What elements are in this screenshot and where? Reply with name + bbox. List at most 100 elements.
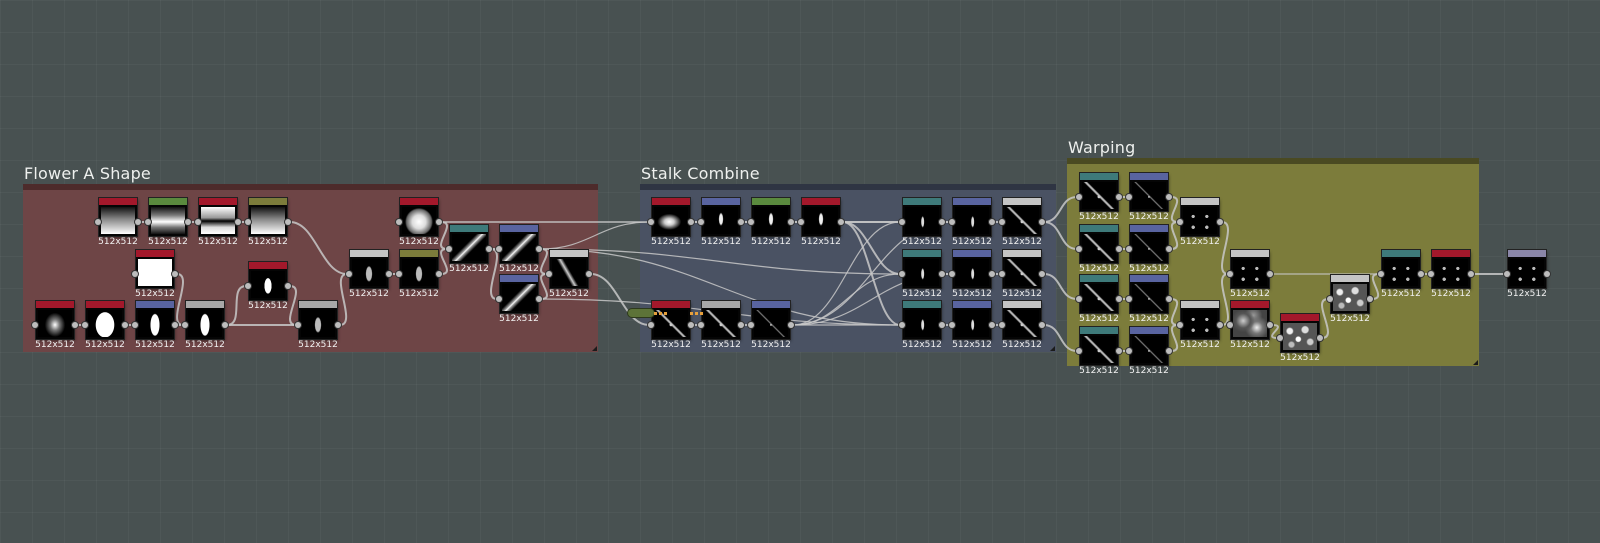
output-port[interactable] <box>1039 271 1045 277</box>
output-port[interactable] <box>1217 322 1223 328</box>
frame-resize-handle[interactable] <box>1473 360 1478 365</box>
output-port[interactable] <box>738 219 744 225</box>
graph-node[interactable]: 512x512 <box>698 301 744 350</box>
output-port[interactable] <box>1116 296 1122 302</box>
graph-node[interactable]: 512x512 <box>182 301 228 350</box>
graph-node[interactable]: 512x512 <box>748 301 794 350</box>
input-port[interactable] <box>698 322 704 328</box>
graph-node[interactable]: 512x512 <box>899 250 945 299</box>
frame-title[interactable]: Flower A Shape <box>24 164 151 183</box>
node-connection-wire[interactable] <box>176 273 184 326</box>
output-port[interactable] <box>1116 246 1122 252</box>
graph-node[interactable]: 512x512 <box>999 301 1045 350</box>
output-port[interactable] <box>172 271 178 277</box>
node-connection-wire[interactable] <box>842 221 901 275</box>
output-port[interactable] <box>1418 271 1424 277</box>
output-port[interactable] <box>1367 296 1373 302</box>
graph-node[interactable]: 512x512 <box>245 198 291 247</box>
graph-node[interactable]: 512x512 <box>245 262 291 311</box>
output-port[interactable] <box>436 219 442 225</box>
output-port[interactable] <box>586 271 592 277</box>
input-port[interactable] <box>1504 271 1510 277</box>
node-connection-wire[interactable] <box>540 248 901 275</box>
input-port[interactable] <box>748 322 754 328</box>
input-port[interactable] <box>95 219 101 225</box>
input-port[interactable] <box>899 322 905 328</box>
output-port[interactable] <box>1039 322 1045 328</box>
input-port[interactable] <box>346 271 352 277</box>
graph-node[interactable]: 512x512 <box>1076 173 1122 222</box>
input-port[interactable] <box>999 219 1005 225</box>
input-port[interactable] <box>899 271 905 277</box>
input-port[interactable] <box>798 219 804 225</box>
output-port[interactable] <box>122 322 128 328</box>
graph-node[interactable]: 512x512 <box>396 198 442 247</box>
node-connection-wire[interactable] <box>540 248 548 275</box>
input-port[interactable] <box>1126 348 1132 354</box>
output-port[interactable] <box>1166 246 1172 252</box>
input-port[interactable] <box>999 271 1005 277</box>
input-port[interactable] <box>949 322 955 328</box>
node-connection-wire[interactable] <box>1043 324 1078 352</box>
output-port[interactable] <box>1217 219 1223 225</box>
graph-node[interactable]: 512x512 <box>899 198 945 247</box>
output-port[interactable] <box>536 246 542 252</box>
input-port[interactable] <box>1126 246 1132 252</box>
graph-node[interactable]: 512x512 <box>748 198 794 247</box>
input-port[interactable] <box>245 283 251 289</box>
graph-node[interactable]: 512x512 <box>949 198 995 247</box>
frame-resize-handle[interactable] <box>592 346 597 351</box>
input-port[interactable] <box>32 322 38 328</box>
output-port[interactable] <box>788 322 794 328</box>
frame-title[interactable]: Warping <box>1068 138 1136 157</box>
output-port[interactable] <box>285 219 291 225</box>
output-port[interactable] <box>386 271 392 277</box>
node-connection-wire[interactable] <box>289 221 348 275</box>
graph-node[interactable]: 512x512 <box>346 250 392 299</box>
graph-node[interactable]: 512x512 <box>1378 250 1424 299</box>
graph-node[interactable]: 512x512 <box>999 250 1045 299</box>
graph-node[interactable]: 512x512 <box>446 225 492 274</box>
output-port[interactable] <box>1116 194 1122 200</box>
output-port[interactable] <box>1544 271 1550 277</box>
dot-passthrough-node[interactable] <box>628 309 654 317</box>
graph-node[interactable]: 512x512 <box>295 301 341 350</box>
input-port[interactable] <box>182 322 188 328</box>
input-port[interactable] <box>748 219 754 225</box>
output-port[interactable] <box>135 219 141 225</box>
graph-node[interactable]: 512x512 <box>949 250 995 299</box>
graph-node[interactable]: 512x512 <box>648 301 694 350</box>
output-port[interactable] <box>1039 219 1045 225</box>
input-port[interactable] <box>648 322 654 328</box>
output-port[interactable] <box>989 219 995 225</box>
node-connection-wire[interactable] <box>1170 298 1179 326</box>
output-port[interactable] <box>788 219 794 225</box>
input-port[interactable] <box>82 322 88 328</box>
input-port[interactable] <box>1227 271 1233 277</box>
input-port[interactable] <box>295 322 301 328</box>
output-port[interactable] <box>838 219 844 225</box>
graph-node[interactable]: 512x512 <box>132 301 178 350</box>
node-connection-wire[interactable] <box>1271 324 1279 339</box>
output-port[interactable] <box>172 322 178 328</box>
node-connection-wire[interactable] <box>490 248 498 300</box>
input-port[interactable] <box>1327 296 1333 302</box>
output-port[interactable] <box>285 283 291 289</box>
node-connection-wire[interactable] <box>1170 324 1179 352</box>
output-port[interactable] <box>1166 296 1172 302</box>
node-connection-wire[interactable] <box>1170 221 1179 250</box>
output-port[interactable] <box>335 322 341 328</box>
graph-node[interactable]: 512x512 <box>1327 275 1373 324</box>
graph-node[interactable]: 512x512 <box>949 301 995 350</box>
output-port[interactable] <box>222 322 228 328</box>
output-port[interactable] <box>989 322 995 328</box>
graph-node[interactable]: 512x512 <box>1126 327 1172 376</box>
graph-node[interactable]: 512x512 <box>1126 225 1172 274</box>
input-port[interactable] <box>1177 322 1183 328</box>
output-port[interactable] <box>1166 348 1172 354</box>
node-connection-wire[interactable] <box>1221 273 1229 326</box>
output-port[interactable] <box>1166 194 1172 200</box>
input-port[interactable] <box>446 246 452 252</box>
input-port[interactable] <box>899 219 905 225</box>
input-port[interactable] <box>1126 194 1132 200</box>
